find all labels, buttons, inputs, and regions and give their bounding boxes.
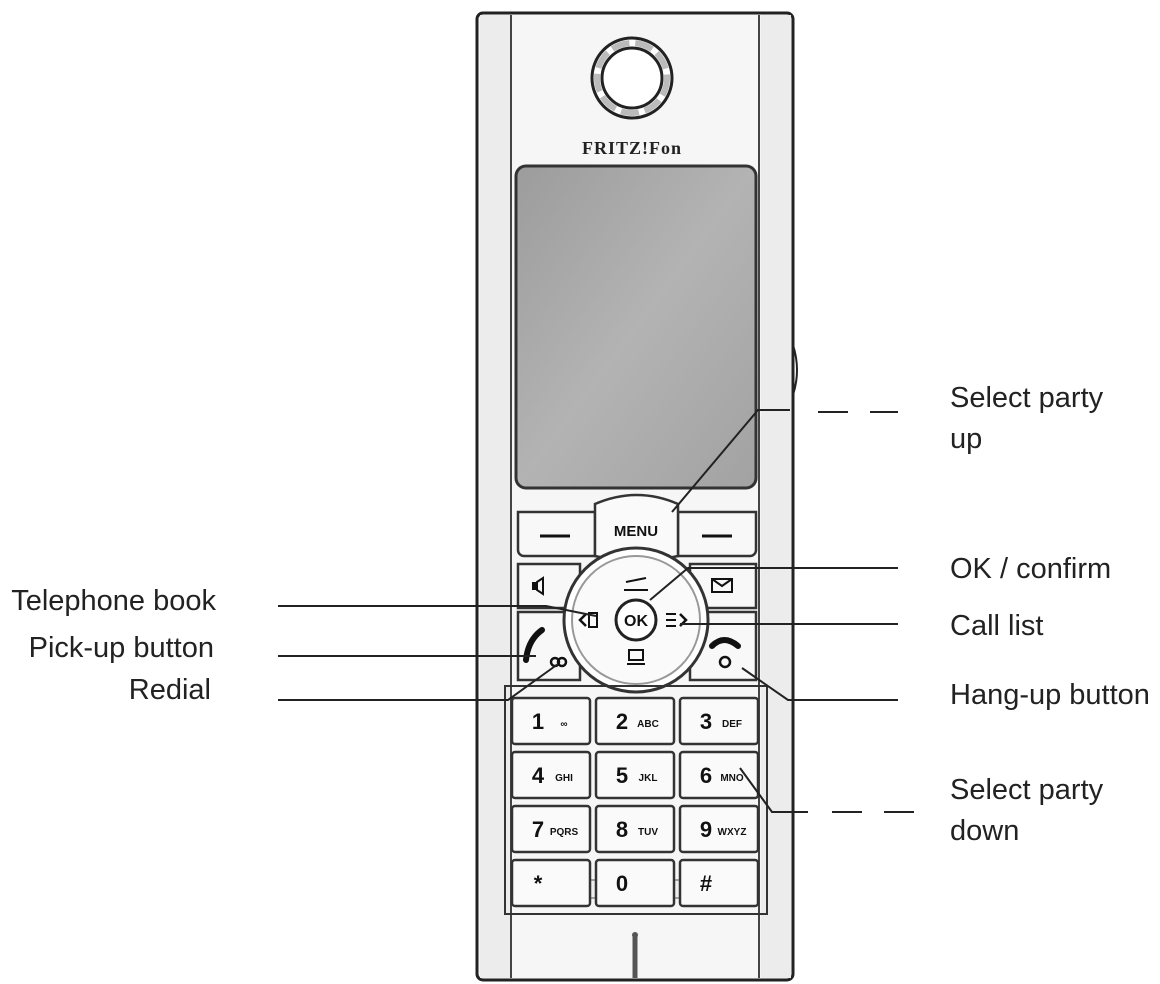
label-select-party-down-line1: Select party: [950, 774, 1104, 806]
keypad-key-shape: [678, 858, 760, 908]
callout-line-telephone-book: [278, 605, 597, 617]
keypad-key: 3 DEF: [678, 696, 760, 746]
keypad-key: 4 GHI: [510, 750, 592, 800]
brand-logo: FRITZ!Fon: [582, 138, 682, 158]
soft-keys: [516, 493, 758, 563]
label-call-list: Call list: [950, 610, 1044, 642]
keypad-key-shape: [510, 696, 592, 746]
phonebook-icon: [578, 612, 598, 628]
callout-line-redial: [278, 663, 559, 701]
keypad-key-digit: 3: [700, 709, 712, 734]
keypad-key-digit: 6: [700, 763, 712, 788]
nav-ring: [562, 546, 710, 694]
label-redial: Redial: [128, 674, 211, 706]
label-select-party-up: Select party up: [950, 378, 1103, 460]
ok-key-label: OK: [624, 613, 648, 630]
keypad-key-shape: [594, 750, 676, 800]
keypad-key-digit: 4: [532, 763, 545, 788]
keypad-key-letters: TUV: [638, 827, 658, 838]
keypad-key-shape: [678, 750, 760, 800]
keypad-key: 8 TUV: [594, 804, 676, 854]
keypad-key: 7 PQRS: [510, 804, 592, 854]
keypad-key: 5 JKL: [594, 750, 676, 800]
keypad-key-shape: [678, 804, 760, 854]
callout-line-ok-confirm: [649, 567, 898, 601]
keypad-key: 1∞: [510, 696, 592, 746]
keypad-key-letters: GHI: [555, 773, 573, 784]
keypad-key-digit: 7: [532, 817, 544, 842]
keypad-key-digit: 5: [616, 763, 628, 788]
keypad-key-shape: [594, 696, 676, 746]
callout-line-hang-up: [741, 667, 898, 701]
label-pick-up: Pick-up button: [28, 632, 214, 664]
keypad-key-shape: [594, 858, 676, 908]
keypad-key: *: [510, 858, 592, 908]
keypad-key-shape: [678, 696, 760, 746]
speaker-icon: [532, 576, 544, 596]
keypad-key-letters: WXYZ: [718, 827, 747, 838]
keypad-key: 6 MNO: [678, 750, 760, 800]
keypad-key-digit: 9: [700, 817, 712, 842]
display-screen: [514, 164, 758, 490]
logo-ring: [590, 36, 674, 120]
nav-up-icon: [624, 577, 648, 591]
keypad-frame: [504, 685, 768, 915]
keypad-key-digit: 8: [616, 817, 628, 842]
keypad-key-digit: 0: [616, 871, 628, 896]
label-select-party-up-line1: Select party: [950, 382, 1104, 414]
keypad-key: 2 ABC: [594, 696, 676, 746]
callout-lines: [278, 409, 918, 813]
keypad-key-digit: 2: [616, 709, 628, 734]
keypad-key-letters: DEF: [722, 719, 742, 730]
label-select-party-down: Select party down: [950, 770, 1103, 852]
envelope-icon: [711, 578, 733, 593]
keypad-key-letters: JKL: [639, 773, 658, 784]
keypad-key: 9 WXYZ: [678, 804, 760, 854]
keypad-key: #: [678, 858, 760, 908]
keypad-key-digit: 1: [532, 709, 544, 734]
label-select-party-down-line2: down: [950, 815, 1020, 847]
hangup-handset-icon: [709, 637, 741, 669]
keypad-key-letters: ∞: [560, 719, 567, 730]
callout-line-select-party-up: [671, 409, 790, 513]
keypad-key: 0: [594, 858, 676, 908]
keypad-key-letters: MNO: [720, 773, 744, 784]
callout-line-select-party-down: [739, 767, 808, 813]
keypad-key-shape: [510, 804, 592, 854]
label-ok-confirm: OK / confirm: [950, 553, 1112, 585]
keypad-key-letters: ABC: [637, 719, 659, 730]
nav-down-icon: [627, 649, 645, 665]
keypad-key-shape: [510, 858, 592, 908]
keypad-key-digit: #: [700, 871, 712, 896]
label-hang-up: Hang-up button: [950, 679, 1150, 711]
keypad-key-shape: [594, 804, 676, 854]
keypad-key-shape: [510, 750, 592, 800]
keypad-key-digit: *: [534, 871, 543, 896]
keypad-key-letters: PQRS: [550, 827, 579, 838]
label-telephone-book: Telephone book: [11, 585, 216, 617]
menu-key-label: MENU: [614, 523, 658, 540]
label-select-party-up-line2: up: [950, 423, 983, 455]
